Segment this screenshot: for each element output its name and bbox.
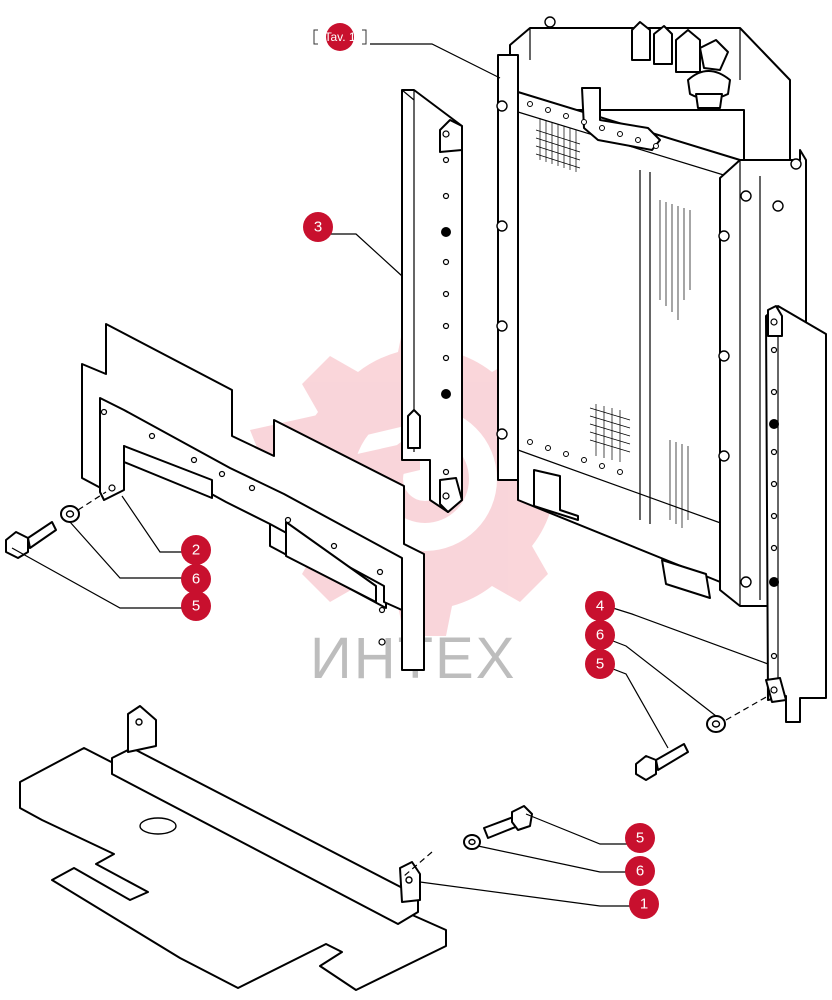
callout-5-left: 5 [181, 591, 211, 621]
radiator-rivets [527, 101, 659, 475]
callout-5-right: 5 [585, 649, 615, 679]
svg-text:1: 1 [640, 896, 648, 913]
svg-text:2: 2 [192, 542, 200, 559]
alignment-line-bottom [403, 851, 433, 877]
svg-text:5: 5 [192, 598, 200, 615]
radiator-assembly [496, 16, 807, 607]
callout-4: 4 [585, 591, 615, 621]
callout-5-bottom: 5 [625, 823, 655, 853]
washer-right-part-6 [706, 715, 726, 733]
radiator-bolt-heads [496, 16, 802, 588]
washer-bottom-part-6 [463, 834, 481, 850]
part-2-shroud-plate [81, 323, 425, 671]
svg-text:4: 4 [596, 598, 604, 615]
svg-text:5: 5 [636, 830, 644, 847]
part-4-right-vertical-bracket [765, 305, 827, 723]
bolt-left-part-5 [5, 521, 57, 559]
washer-left-part-6 [60, 505, 80, 523]
alignment-line-right [725, 695, 769, 721]
part-1-bottom-plate [19, 705, 447, 991]
callout-3: 3 [303, 212, 333, 242]
bolt-right-part-5 [635, 743, 689, 781]
callout-6-right: 6 [585, 620, 615, 650]
bolt-bottom-part-5 [483, 805, 533, 839]
callout-1: 1 [629, 889, 659, 919]
core-fins-hatch [535, 118, 691, 528]
reference-label: Tav. 1 [324, 30, 355, 44]
callout-2: 2 [181, 535, 211, 565]
svg-text:6: 6 [596, 627, 604, 644]
alignment-line-left [77, 491, 107, 511]
svg-text:5: 5 [596, 656, 604, 673]
svg-text:3: 3 [314, 219, 322, 236]
svg-text:6: 6 [636, 863, 644, 880]
reference-tag: Tav. 1 [313, 23, 367, 51]
svg-text:6: 6 [192, 571, 200, 588]
part-3-left-vertical-bracket [401, 89, 463, 513]
callout-6-bottom: 6 [625, 856, 655, 886]
callout-6-left: 6 [181, 564, 211, 594]
